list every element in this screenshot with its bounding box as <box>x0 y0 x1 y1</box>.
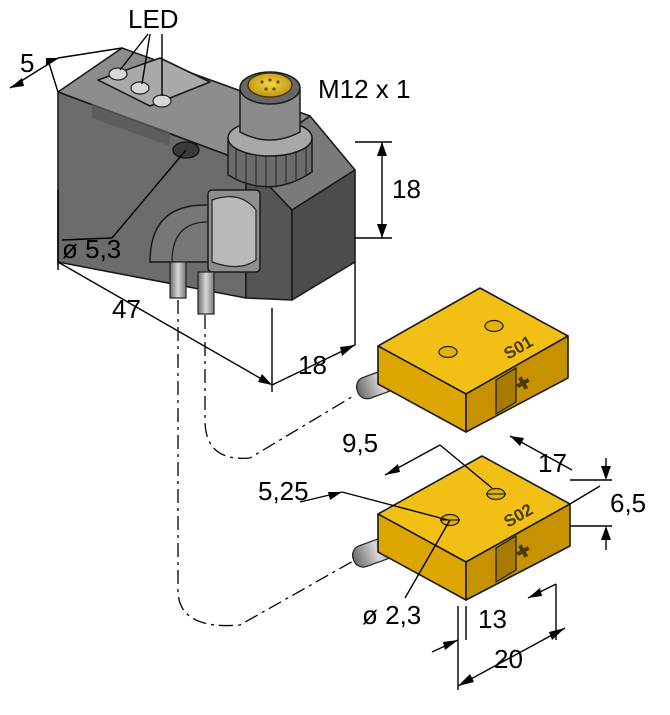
label-dim-5-25: 5,25 <box>258 476 309 506</box>
label-width-18: 18 <box>298 350 327 380</box>
label-dim-13: 13 <box>478 604 507 634</box>
label-dim-20: 20 <box>494 644 523 674</box>
label-hole-small: ø 2,3 <box>362 600 421 630</box>
actuator-s01: S01 ✚ <box>355 287 569 433</box>
led-indicator-3 <box>152 94 172 108</box>
label-dim-17: 17 <box>538 448 567 478</box>
actuator-s02: S02 ✚ <box>351 455 571 601</box>
label-hole-main: ø 5,3 <box>62 234 121 264</box>
label-dim-9-5: 9,5 <box>342 428 378 458</box>
label-connector: M12 x 1 <box>318 74 411 104</box>
led-indicator-2 <box>130 81 150 95</box>
dimension-labels: LED M12 x 1 5 ø 5,3 18 47 18 9,5 17 5,25… <box>20 4 646 674</box>
led-indicator-1 <box>108 67 128 81</box>
connector-pins <box>247 72 293 98</box>
dimension-lines <box>9 33 612 690</box>
label-height-18: 18 <box>392 174 421 204</box>
label-dim-6-5: 6,5 <box>610 488 646 518</box>
led-window <box>97 57 211 107</box>
label-led: LED <box>128 4 179 34</box>
sensor-cables <box>169 261 215 315</box>
m12-connector <box>227 71 313 189</box>
label-length-47: 47 <box>112 294 141 324</box>
cable-path-lines <box>177 300 356 627</box>
label-dim-5: 5 <box>20 48 34 78</box>
